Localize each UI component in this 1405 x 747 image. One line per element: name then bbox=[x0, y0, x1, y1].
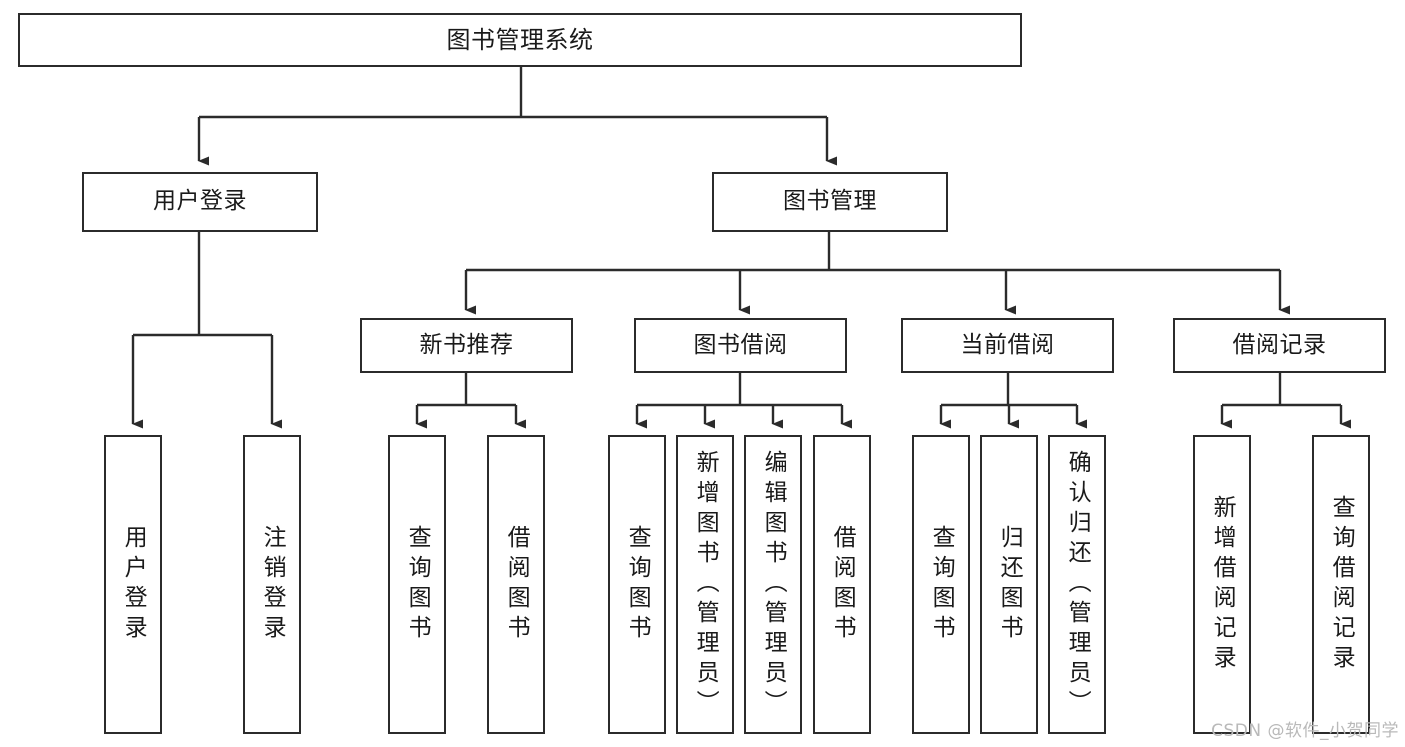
node-label: 确认归还（管理员） bbox=[1064, 449, 1091, 720]
node-label: 新增图书（管理员） bbox=[692, 449, 719, 720]
node-label: 归还图书 bbox=[996, 524, 1023, 645]
node-current-borrow[interactable]: 当前借阅 bbox=[901, 318, 1114, 373]
node-root-book-management-system[interactable]: 图书管理系统 bbox=[18, 13, 1022, 67]
node-label: 图书管理 bbox=[783, 188, 877, 215]
node-label: 图书管理系统 bbox=[446, 25, 594, 54]
node-label: 借阅图书 bbox=[829, 524, 856, 645]
node-leaf-book-borrow-borrow[interactable]: 借阅图书 bbox=[813, 435, 871, 734]
node-new-book-recommend[interactable]: 新书推荐 bbox=[360, 318, 573, 373]
node-label: 当前借阅 bbox=[960, 331, 1055, 358]
node-label: 编辑图书（管理员） bbox=[760, 449, 787, 720]
node-label: 注销登录 bbox=[259, 524, 286, 645]
node-label: 查询图书 bbox=[928, 524, 955, 645]
node-borrow-record[interactable]: 借阅记录 bbox=[1173, 318, 1386, 373]
node-label: 查询图书 bbox=[404, 524, 431, 645]
node-leaf-new-book-query[interactable]: 查询图书 bbox=[388, 435, 446, 734]
node-label: 用户登录 bbox=[120, 524, 147, 645]
node-leaf-current-borrow-query[interactable]: 查询图书 bbox=[912, 435, 970, 734]
node-label: 新增借阅记录 bbox=[1209, 494, 1236, 675]
node-leaf-new-book-borrow[interactable]: 借阅图书 bbox=[487, 435, 545, 734]
node-label: 查询借阅记录 bbox=[1328, 494, 1355, 675]
node-user-login[interactable]: 用户登录 bbox=[82, 172, 318, 232]
node-leaf-borrow-record-add[interactable]: 新增借阅记录 bbox=[1193, 435, 1251, 734]
node-book-management[interactable]: 图书管理 bbox=[712, 172, 948, 232]
watermark-text: CSDN @软件_小贺同学 bbox=[1211, 721, 1399, 741]
node-leaf-book-borrow-edit[interactable]: 编辑图书（管理员） bbox=[744, 435, 802, 734]
node-label: 借阅记录 bbox=[1232, 331, 1327, 358]
node-leaf-book-borrow-query[interactable]: 查询图书 bbox=[608, 435, 666, 734]
node-label: 图书借阅 bbox=[693, 331, 788, 358]
node-label: 借阅图书 bbox=[503, 524, 530, 645]
node-leaf-book-borrow-add[interactable]: 新增图书（管理员） bbox=[676, 435, 734, 734]
node-leaf-current-borrow-return[interactable]: 归还图书 bbox=[980, 435, 1038, 734]
node-book-borrow[interactable]: 图书借阅 bbox=[634, 318, 847, 373]
node-leaf-user-login-logout[interactable]: 注销登录 bbox=[243, 435, 301, 734]
node-label: 新书推荐 bbox=[419, 331, 514, 358]
node-label: 用户登录 bbox=[153, 188, 247, 215]
node-label: 查询图书 bbox=[624, 524, 651, 645]
node-leaf-current-borrow-confirm-return[interactable]: 确认归还（管理员） bbox=[1048, 435, 1106, 734]
node-leaf-user-login-login[interactable]: 用户登录 bbox=[104, 435, 162, 734]
node-leaf-borrow-record-query[interactable]: 查询借阅记录 bbox=[1312, 435, 1370, 734]
